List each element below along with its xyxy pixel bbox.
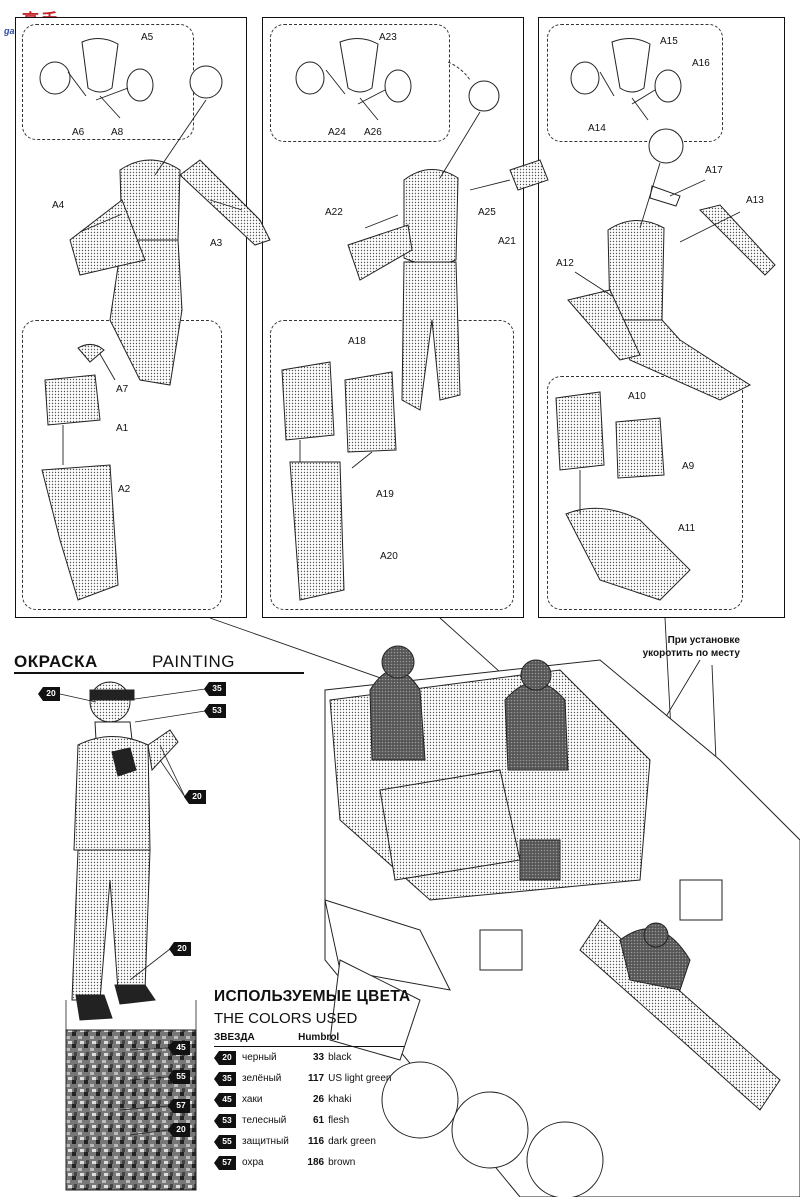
part-label: A11	[678, 523, 696, 534]
part-label: A1	[116, 423, 129, 434]
color-row: 55 защитный 116 dark green	[214, 1131, 404, 1152]
color-row: 45 хаки 26 khaki	[214, 1089, 404, 1110]
color-code-badge: 57	[214, 1155, 236, 1170]
paint-callout: 55	[168, 1070, 190, 1084]
color-code-badge: 45	[214, 1092, 236, 1107]
humbrol-number: 26	[312, 1094, 325, 1105]
torso-subassembly-middle	[270, 320, 514, 610]
part-label: A18	[348, 336, 366, 347]
paint-callout: 20	[38, 687, 60, 701]
installation-note-line2: укоротить по месту	[642, 648, 740, 659]
humbrol-number: 61	[312, 1115, 325, 1126]
color-name-ru: зелёный	[242, 1073, 282, 1084]
color-name-ru: телесный	[242, 1115, 287, 1126]
paint-callout: 20	[168, 1123, 190, 1137]
color-row: 57 охра 186 brown	[214, 1152, 404, 1173]
painting-title-ru: ОКРАСКА	[14, 652, 98, 671]
color-name-ru: черный	[242, 1052, 277, 1063]
paint-callout: 57	[168, 1099, 190, 1113]
part-label: A13	[746, 195, 764, 206]
color-name-ru: защитный	[242, 1136, 289, 1147]
part-label: A22	[325, 207, 343, 218]
part-label: A6	[72, 127, 85, 138]
painting-title-rule	[14, 672, 304, 674]
colors-title-en: THE COLORS USED	[214, 1010, 358, 1027]
part-label: A23	[379, 32, 397, 43]
color-name-en: brown	[328, 1157, 356, 1168]
part-label: A4	[52, 200, 65, 211]
color-name-ru: охра	[242, 1157, 264, 1168]
paint-callout: 20	[184, 790, 206, 804]
color-name-en: black	[328, 1052, 352, 1063]
humbrol-number: 116	[307, 1136, 325, 1147]
paint-callout: 35	[204, 682, 226, 696]
color-name-en: dark green	[328, 1136, 376, 1147]
color-row: 35 зелёный 117 US light green	[214, 1068, 404, 1089]
part-label: A10	[628, 391, 646, 402]
part-label: A9	[682, 461, 695, 472]
part-label: A20	[380, 551, 398, 562]
part-label: A8	[111, 127, 124, 138]
paint-callout: 20	[169, 942, 191, 956]
installation-note-line1: При установке	[667, 635, 740, 646]
torso-subassembly-right	[547, 376, 743, 610]
paint-callout: 45	[168, 1041, 190, 1055]
part-label: A19	[376, 489, 394, 500]
color-row: 20 черный 33 black	[214, 1047, 404, 1069]
column-zvezda: ЗВЕЗДА	[214, 1030, 299, 1047]
colors-title-ru: ИСПОЛЬЗУЕМЫЕ ЦВЕТА	[214, 988, 411, 1005]
part-label: A7	[116, 384, 129, 395]
part-label: A17	[705, 165, 723, 176]
color-name-en: flesh	[328, 1115, 350, 1126]
part-label: A15	[660, 36, 678, 47]
paint-callout: 53	[204, 704, 226, 718]
color-row: 53 телесный 61 flesh	[214, 1110, 404, 1131]
color-name-en: khaki	[328, 1094, 352, 1105]
colors-table: ЗВЕЗДА Humbrol 20 черный 33 black 35 зел…	[214, 1030, 404, 1173]
humbrol-number: 33	[312, 1052, 325, 1063]
part-label: A2	[118, 484, 131, 495]
installation-note: При установке укоротить по месту	[600, 634, 740, 660]
color-code-badge: 20	[214, 1050, 236, 1065]
color-name-ru: хаки	[242, 1094, 263, 1105]
part-label: A14	[588, 123, 606, 134]
color-code-badge: 53	[214, 1113, 236, 1128]
part-label: A12	[556, 258, 574, 269]
head-subassembly-middle	[270, 24, 450, 142]
head-subassembly-left	[22, 24, 194, 140]
part-label: A16	[692, 58, 710, 69]
head-subassembly-right	[547, 24, 723, 142]
painting-title-en: PAINTING	[152, 652, 236, 671]
color-code-badge: 35	[214, 1071, 236, 1086]
part-label: A21	[498, 236, 516, 247]
part-label: A26	[364, 127, 382, 138]
part-label: A24	[328, 127, 346, 138]
part-label: A5	[141, 32, 154, 43]
part-label: A3	[210, 238, 223, 249]
humbrol-number: 186	[307, 1157, 325, 1168]
humbrol-number: 117	[307, 1073, 325, 1084]
torso-subassembly-left	[22, 320, 222, 610]
column-humbrol: Humbrol	[298, 1030, 404, 1047]
color-name-en: US light green	[328, 1073, 392, 1084]
color-code-badge: 55	[214, 1134, 236, 1149]
part-label: A25	[478, 207, 496, 218]
